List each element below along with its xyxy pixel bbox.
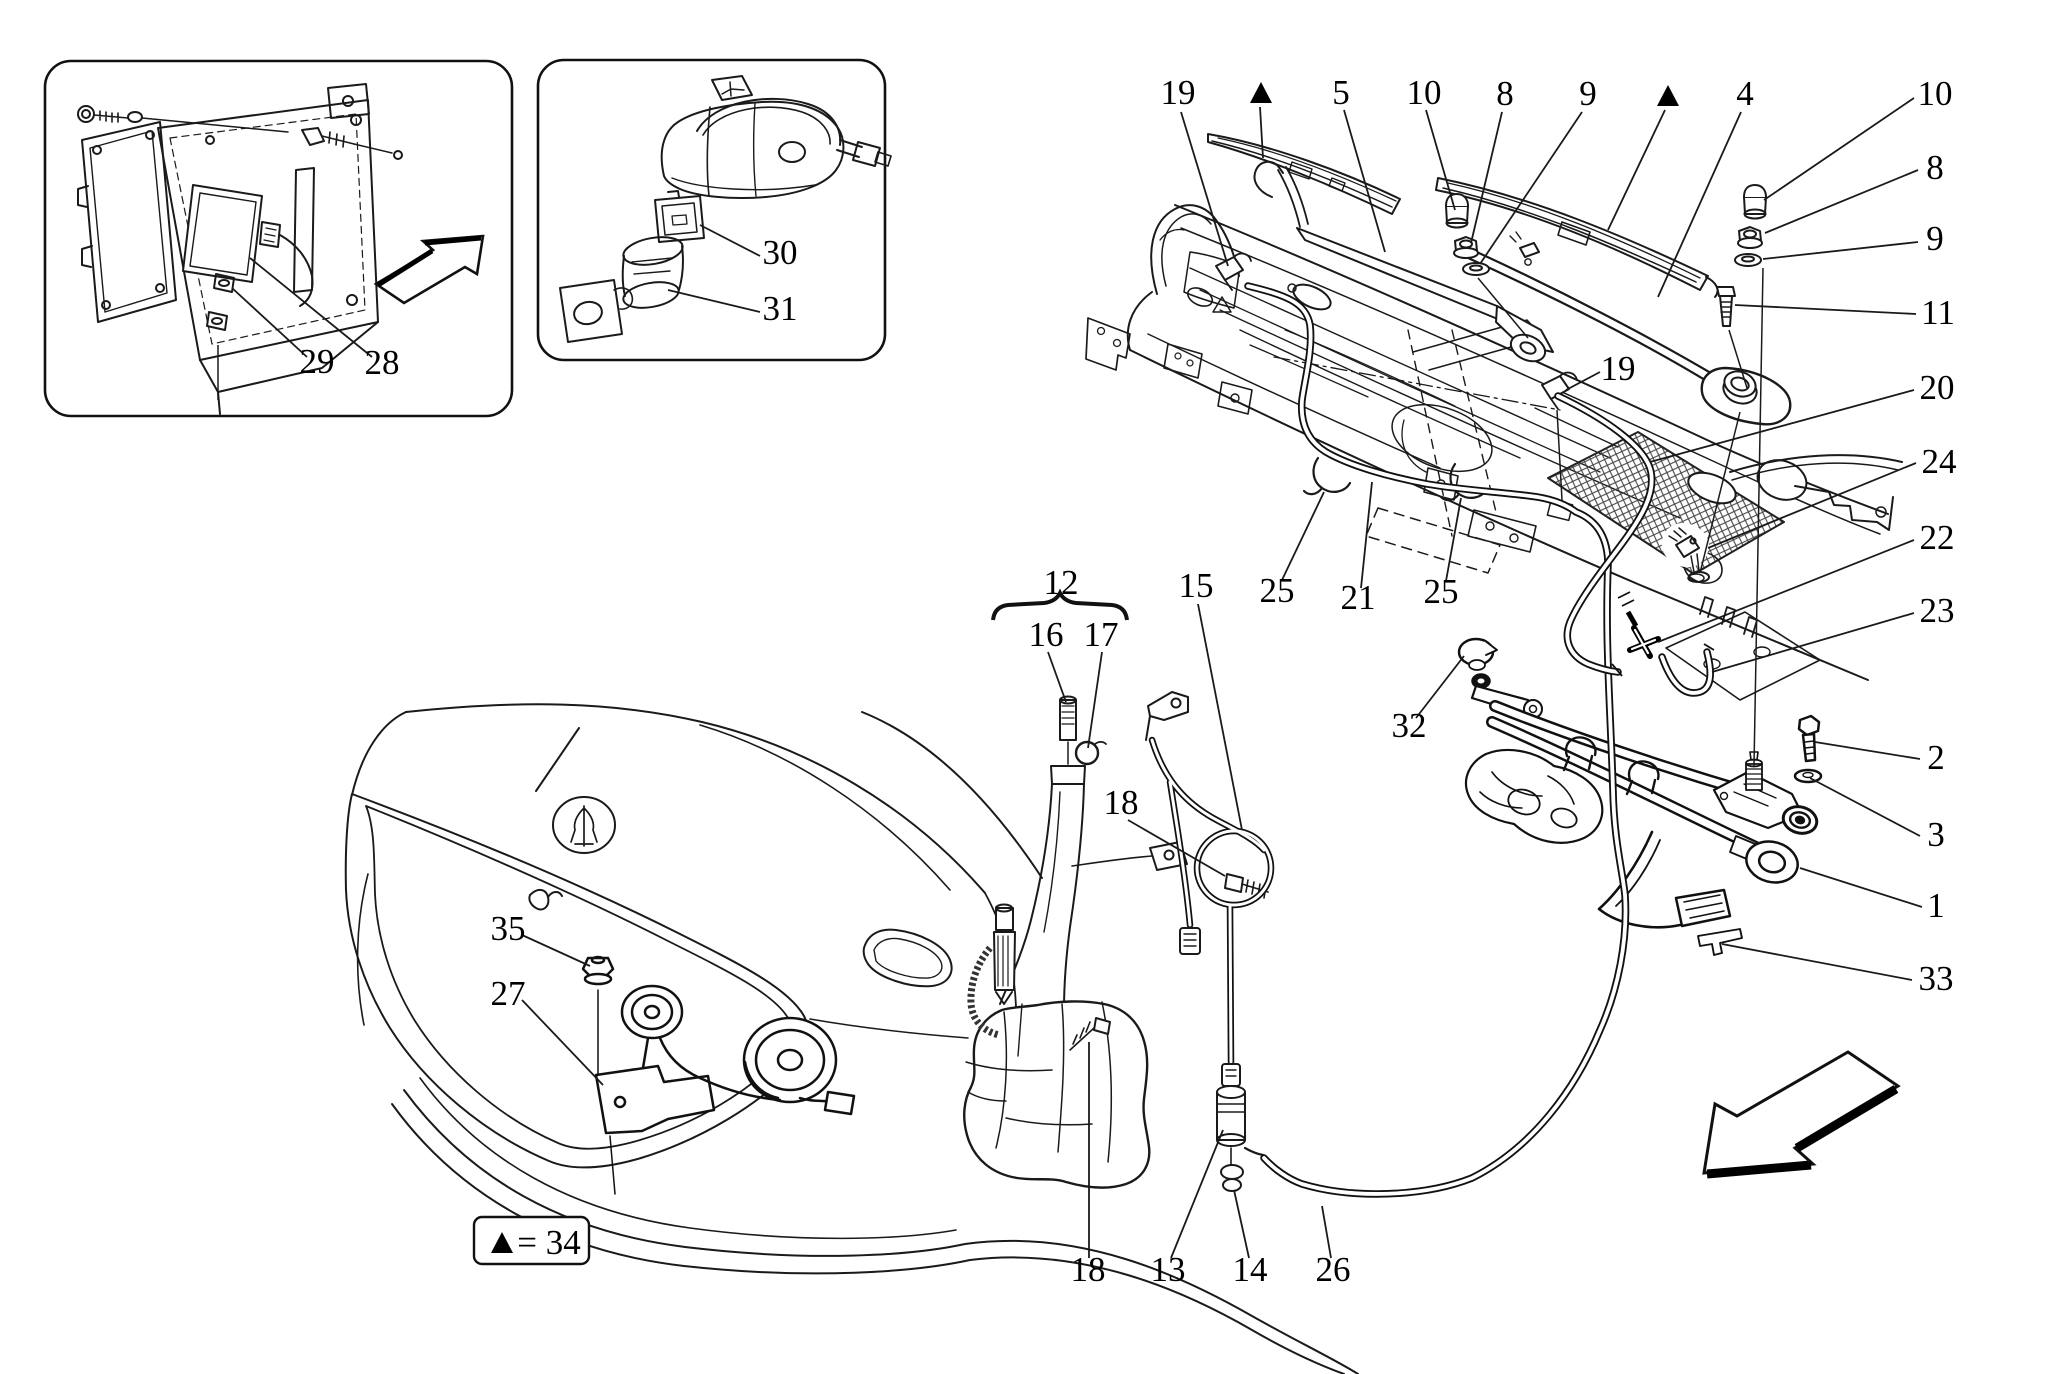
svg-text:35: 35 [491,909,526,948]
svg-text:4: 4 [1736,74,1754,113]
svg-text:5: 5 [1332,73,1350,112]
svg-text:30: 30 [763,233,798,272]
svg-text:27: 27 [491,974,526,1013]
svg-text:20: 20 [1920,368,1955,407]
svg-text:17: 17 [1084,615,1119,654]
svg-text:22: 22 [1920,518,1955,557]
svg-text:9: 9 [1926,219,1944,258]
svg-text:25: 25 [1260,571,1295,610]
svg-text:21: 21 [1341,578,1376,617]
svg-text:29: 29 [300,342,335,381]
svg-text:9: 9 [1579,74,1597,113]
svg-text:3: 3 [1927,815,1945,854]
svg-text:1: 1 [1927,886,1945,925]
svg-text:13: 13 [1151,1250,1186,1289]
svg-text:24: 24 [1922,442,1957,481]
svg-text:31: 31 [763,289,798,328]
svg-text:23: 23 [1920,591,1955,630]
svg-text:18: 18 [1071,1250,1106,1289]
svg-text:33: 33 [1919,959,1954,998]
svg-text:32: 32 [1392,706,1427,745]
svg-text:10: 10 [1918,74,1953,113]
svg-text:25: 25 [1424,572,1459,611]
svg-text:28: 28 [365,343,400,382]
svg-text:18: 18 [1104,783,1139,822]
svg-text:15: 15 [1179,566,1214,605]
svg-text:19: 19 [1161,73,1196,112]
svg-text:14: 14 [1233,1250,1268,1289]
svg-text:16: 16 [1029,615,1064,654]
svg-text:26: 26 [1316,1250,1351,1289]
svg-text:2: 2 [1927,738,1945,777]
svg-text:11: 11 [1921,293,1955,332]
svg-text:= 34: = 34 [517,1223,581,1262]
svg-text:10: 10 [1407,73,1442,112]
svg-text:19: 19 [1601,349,1636,388]
svg-text:8: 8 [1496,74,1514,113]
svg-text:8: 8 [1926,148,1944,187]
